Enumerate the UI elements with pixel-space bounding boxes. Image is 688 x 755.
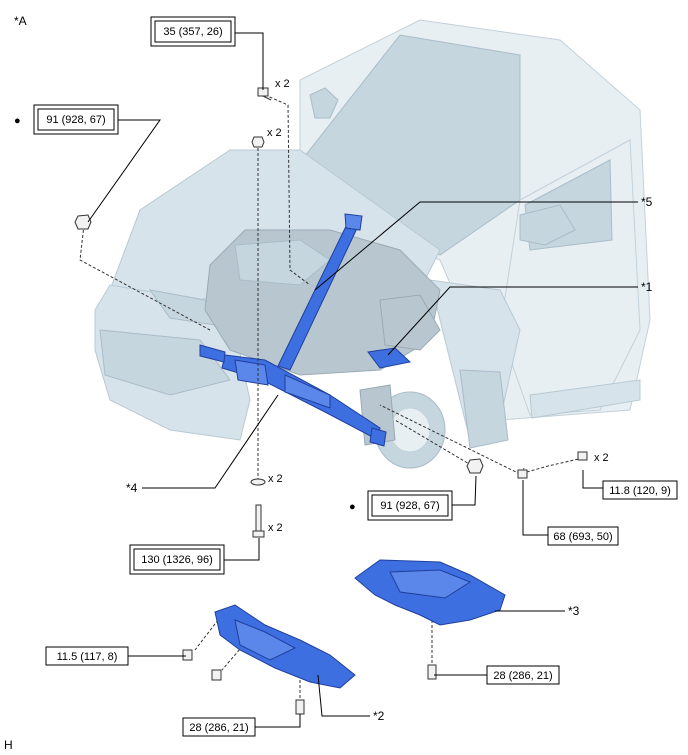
quantity-label: x 2 — [268, 522, 283, 534]
long-bolt-icon — [252, 504, 265, 538]
torque-box-91-lower: 91 (928, 67) — [367, 490, 453, 521]
torque-box-28-lower: 28 (286, 21) — [182, 717, 256, 737]
bolt-icon — [211, 669, 222, 681]
torque-value: 28 (286, 21) — [189, 722, 248, 734]
nut-icon — [466, 458, 484, 474]
callout-2: *2 — [373, 709, 385, 723]
torque-value: 11.5 (117, 8) — [57, 651, 118, 663]
bracket-part — [367, 347, 412, 369]
callout-3: *3 — [568, 604, 580, 618]
torque-value: 91 (928, 67) — [380, 500, 439, 512]
bolt-icon — [257, 87, 272, 101]
torque-value: 35 (357, 26) — [163, 26, 222, 38]
torque-box-130: 130 (1326, 96) — [129, 544, 225, 575]
engine-under-cover-front — [214, 604, 356, 689]
quantity-label: x 2 — [267, 127, 282, 139]
intermediate-shaft — [277, 213, 363, 371]
torque-box-91-upper: 91 (928, 67) — [33, 104, 119, 135]
bolt-icon — [577, 451, 588, 461]
bolt-icon — [182, 649, 193, 661]
callout-5: *5 — [641, 195, 653, 209]
bullet-mark: ● — [349, 501, 356, 513]
vehicle-body — [94, 19, 651, 449]
torque-box-28-right: 28 (286, 21) — [486, 665, 560, 685]
torque-box-11-8: 11.8 (120, 9) — [602, 480, 678, 500]
corner-label: H — [4, 738, 13, 752]
nut-icon — [74, 214, 92, 230]
view-label: *A — [14, 14, 27, 28]
torque-box-35: 35 (357, 26) — [150, 16, 236, 47]
torque-value: 11.8 (120, 9) — [609, 485, 671, 497]
nut-icon — [251, 136, 265, 148]
steering-gear-assembly — [199, 344, 387, 447]
torque-value: 68 (693, 50) — [553, 531, 612, 543]
torque-value: 28 (286, 21) — [493, 670, 552, 682]
leader-lines — [87, 32, 638, 728]
bolt-icon — [295, 699, 305, 715]
quantity-label: x 2 — [268, 473, 283, 485]
fasteners — [74, 87, 588, 715]
quantity-label: x 2 — [594, 452, 609, 464]
torque-value: 91 (928, 67) — [46, 114, 105, 126]
callout-4: *4 — [126, 481, 138, 495]
bullet-mark: ● — [14, 115, 21, 127]
bolt-icon — [517, 469, 528, 479]
quantity-label: x 2 — [275, 78, 290, 90]
engine-under-cover-rear — [354, 559, 506, 626]
torque-box-11-5: 11.5 (117, 8) — [45, 646, 129, 666]
torque-value: 130 (1326, 96) — [141, 554, 213, 566]
washer-icon — [250, 478, 266, 486]
torque-box-68: 68 (693, 50) — [547, 526, 619, 546]
bolt-icon — [427, 664, 437, 680]
callout-1: *1 — [641, 280, 653, 294]
